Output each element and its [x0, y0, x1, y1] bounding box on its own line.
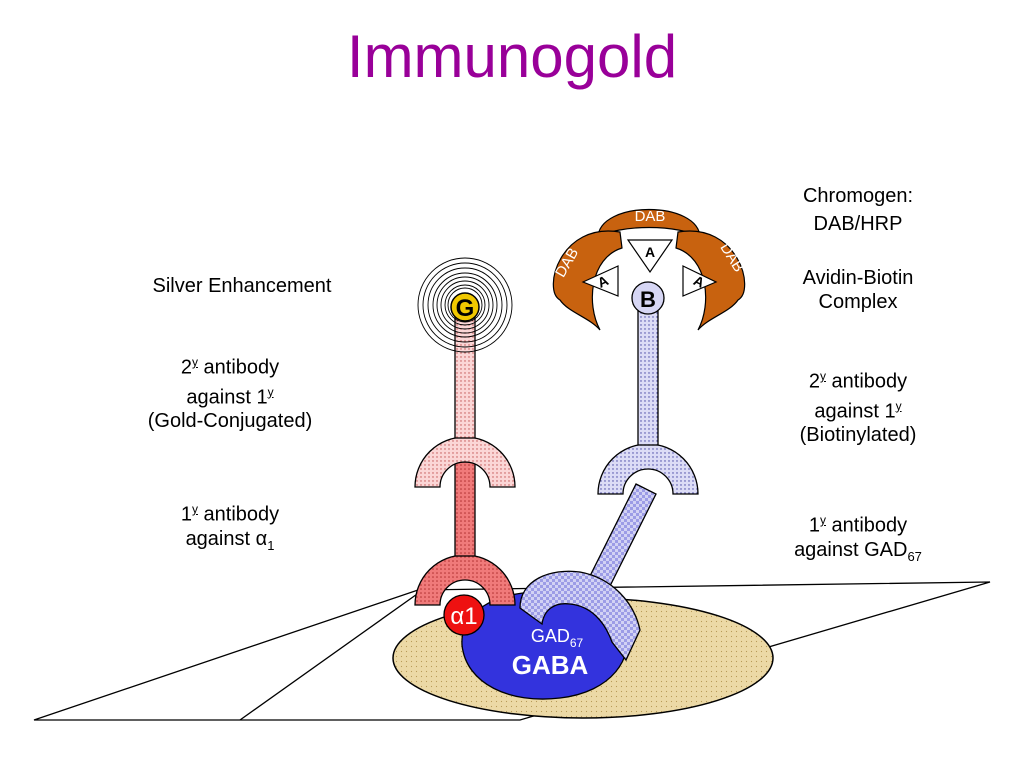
alpha1-receptor — [443, 594, 485, 636]
left-primary-antibody-label: 1y antibody against α1 — [180, 502, 280, 553]
avidin-triangle-top — [626, 239, 674, 274]
slide-title: Immunogold — [346, 23, 678, 90]
gaba-label: GABA — [512, 650, 589, 680]
silver-enhancement-rings — [417, 257, 513, 353]
chromogen-label: Chromogen: DAB/HRP — [802, 185, 914, 235]
avidin-triangle-right — [682, 265, 718, 297]
avidin-label-top: A — [645, 244, 655, 260]
silver-enhancement-label: Silver Enhancement — [152, 275, 332, 297]
gad-label: GAD67 — [531, 626, 584, 650]
primary-antibody-gad-stem — [587, 483, 657, 591]
primary-antibody-alpha1-stem — [454, 461, 476, 557]
biotin-marker — [631, 281, 665, 315]
right-primary-antibody-label: 1y antibody against GAD67 — [794, 513, 922, 564]
gold-particle — [450, 292, 480, 322]
right-secondary-antibody-label: 2y antibody against 1y (Biotinylated) — [799, 369, 917, 447]
secondary-antibody-biotin-stem — [637, 309, 659, 446]
gold-particle-label: G — [456, 295, 475, 322]
alpha1-receptor-label: α1 — [450, 603, 477, 630]
tissue-section — [33, 581, 991, 721]
secondary-antibody-gold-fab — [414, 436, 516, 488]
primary-antibody-alpha1-fab — [414, 554, 516, 606]
secondary-antibody-biotin-fab — [597, 443, 699, 495]
biotin-marker-label: B — [640, 287, 656, 312]
section-edge-line — [239, 591, 421, 721]
left-secondary-antibody-label: 2y antibody against 1y (Gold-Conjugated) — [147, 355, 313, 433]
primary-antibody-gad-fab — [519, 570, 641, 662]
avidin-biotin-complex-label: Avidin-Biotin Complex — [802, 267, 914, 313]
avidin-triangle-left — [581, 265, 619, 297]
dab-label-top: DAB — [635, 208, 666, 225]
